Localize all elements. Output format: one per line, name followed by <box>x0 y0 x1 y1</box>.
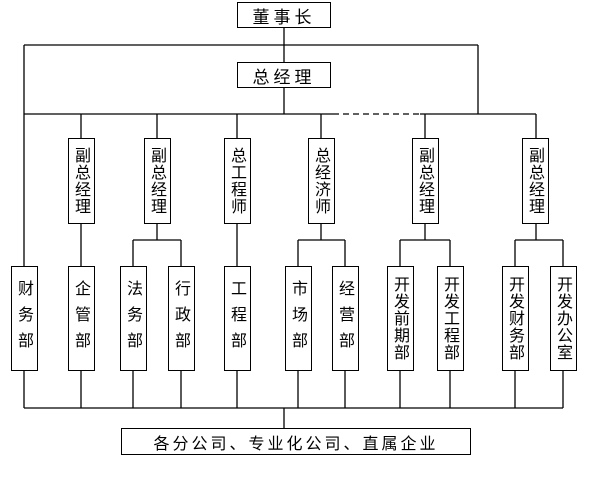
deputy-gm-box-3: 副总经理 <box>412 138 439 224</box>
deputy-gm-box-4: 副总经理 <box>522 138 549 224</box>
dev-finance-dept-box: 开发财务部 <box>502 266 529 371</box>
chief-economist-box: 总经济师 <box>308 138 335 224</box>
chief-engineer-box: 总工程师 <box>224 138 251 224</box>
dev-engineering-dept-box: 开发工程部 <box>437 266 464 371</box>
enterprise-mgmt-dept-box: 企管部 <box>68 266 95 371</box>
preliminary-dev-dept-box: 开发前期部 <box>387 266 414 371</box>
finance-dept-box: 财务部 <box>11 266 38 371</box>
deputy-gm-box-2: 副总经理 <box>144 138 171 224</box>
legal-dept-box: 法务部 <box>120 266 147 371</box>
administration-dept-box: 行政部 <box>168 266 195 371</box>
chairman-box: 董事长 <box>237 2 331 28</box>
general-manager-box: 总经理 <box>237 62 331 88</box>
dev-office-dept-box: 开发办公室 <box>550 266 577 371</box>
operations-dept-box: 经营部 <box>332 266 359 371</box>
engineering-dept-box: 工程部 <box>224 266 251 371</box>
subsidiaries-box: 各分公司、专业化公司、直属企业 <box>121 428 471 455</box>
market-dept-box: 市场部 <box>285 266 312 371</box>
deputy-gm-box-1: 副总经理 <box>68 138 95 224</box>
